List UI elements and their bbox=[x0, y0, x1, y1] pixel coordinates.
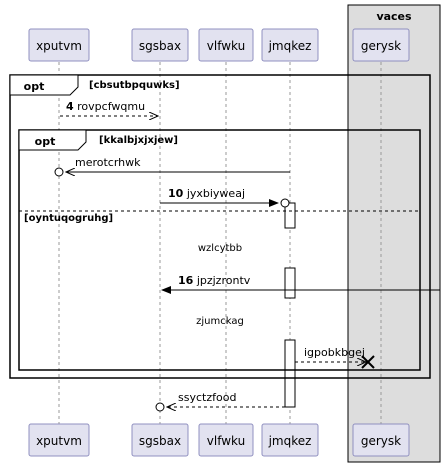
circle-icon bbox=[280, 198, 290, 208]
fragment-outer-condition: [cbsutbpquwks] bbox=[89, 80, 180, 91]
svg-text:wzlcytbb: wzlcytbb bbox=[198, 243, 242, 254]
svg-text:10 jyxbiyweaj: 10 jyxbiyweaj bbox=[168, 187, 245, 200]
svg-text:vlfwku: vlfwku bbox=[207, 39, 245, 53]
message-merotcrhwk-text: merotcrhwk bbox=[75, 156, 141, 169]
svg-text:jmqkez: jmqkez bbox=[268, 434, 312, 448]
message-16-text: jpzjzrontv bbox=[196, 274, 251, 287]
participant-gerysk-bottom: gerysk bbox=[352, 423, 410, 457]
box-title: vaces bbox=[376, 10, 412, 23]
svg-text:gerysk: gerysk bbox=[361, 434, 401, 448]
message-16-number: 16 bbox=[178, 274, 194, 287]
participant-vlfwku-top: vlfwku bbox=[198, 28, 254, 62]
participant-gerysk-top: gerysk bbox=[352, 28, 410, 62]
message-10-text: jyxbiyweaj bbox=[186, 187, 245, 200]
participant-sgsbax-bottom: sgsbax bbox=[131, 423, 189, 457]
message-merotcrhwk: merotcrhwk bbox=[54, 156, 290, 177]
message-igpobkbgej: igpobkbgej bbox=[295, 346, 375, 369]
message-ssyctzfood: ssyctzfood bbox=[155, 391, 285, 412]
svg-text:vlfwku: vlfwku bbox=[207, 434, 245, 448]
message-4-number: 4 bbox=[66, 100, 74, 113]
message-igpobkbgej-text: igpobkbgej bbox=[304, 346, 365, 359]
svg-text:xputvm: xputvm bbox=[36, 434, 82, 448]
svg-text:zjumckag: zjumckag bbox=[196, 316, 244, 327]
fragment-inner-kind: opt bbox=[35, 135, 56, 148]
message-16: 16 jpzjzrontv bbox=[161, 274, 440, 294]
participant-jmqkez-bottom: jmqkez bbox=[261, 423, 319, 457]
destroy-x-icon bbox=[361, 355, 375, 369]
activation-jmqkez-2 bbox=[284, 267, 296, 299]
delay-2: zjumckag bbox=[196, 316, 244, 327]
svg-text:gerysk: gerysk bbox=[361, 39, 401, 53]
fragment-outer-kind: opt bbox=[24, 80, 45, 93]
message-4-text: rovpcfwqmu bbox=[77, 100, 145, 113]
participant-jmqkez-top: jmqkez bbox=[261, 28, 319, 62]
participant-xputvm-top: xputvm bbox=[28, 28, 90, 62]
message-4: 4 rovpcfwqmu bbox=[60, 100, 158, 116]
fragment-inner-opt: opt [kkalbjxjxjew] [oyntuqogruhg] bbox=[18, 129, 421, 371]
delay-1: wzlcytbb bbox=[198, 243, 242, 254]
activation-bars bbox=[284, 202, 296, 408]
svg-text:xputvm: xputvm bbox=[36, 39, 82, 53]
participant-headers: xputvm sgsbax vlfwku jmqkez gerysk bbox=[28, 28, 410, 62]
message-10-number: 10 bbox=[168, 187, 184, 200]
activation-jmqkez-1 bbox=[284, 202, 296, 229]
message-10: 10 jyxbiyweaj bbox=[160, 187, 290, 208]
svg-text:jmqkez: jmqkez bbox=[268, 39, 312, 53]
participant-vlfwku-bottom: vlfwku bbox=[198, 423, 254, 457]
svg-text:16 jpzjzrontv: 16 jpzjzrontv bbox=[178, 274, 251, 287]
fragment-inner-condition: [kkalbjxjxjew] bbox=[99, 135, 178, 146]
message-ssyctzfood-text: ssyctzfood bbox=[178, 391, 236, 404]
lost-circle-icon bbox=[155, 402, 165, 412]
svg-text:sgsbax: sgsbax bbox=[139, 39, 181, 53]
svg-text:4 rovpcfwqmu: 4 rovpcfwqmu bbox=[66, 100, 145, 113]
participant-xputvm-bottom: xputvm bbox=[28, 423, 90, 457]
lost-circle-icon bbox=[54, 167, 64, 177]
svg-text:sgsbax: sgsbax bbox=[139, 434, 181, 448]
fragment-else-condition: [oyntuqogruhg] bbox=[24, 213, 113, 224]
fragment-outer-opt: opt [cbsutbpquwks] bbox=[9, 74, 431, 379]
activation-jmqkez-3 bbox=[284, 339, 296, 408]
participant-box: vaces bbox=[347, 4, 441, 463]
participant-sgsbax-top: sgsbax bbox=[131, 28, 189, 62]
participant-footers: xputvm sgsbax vlfwku jmqkez gerysk bbox=[28, 423, 410, 457]
